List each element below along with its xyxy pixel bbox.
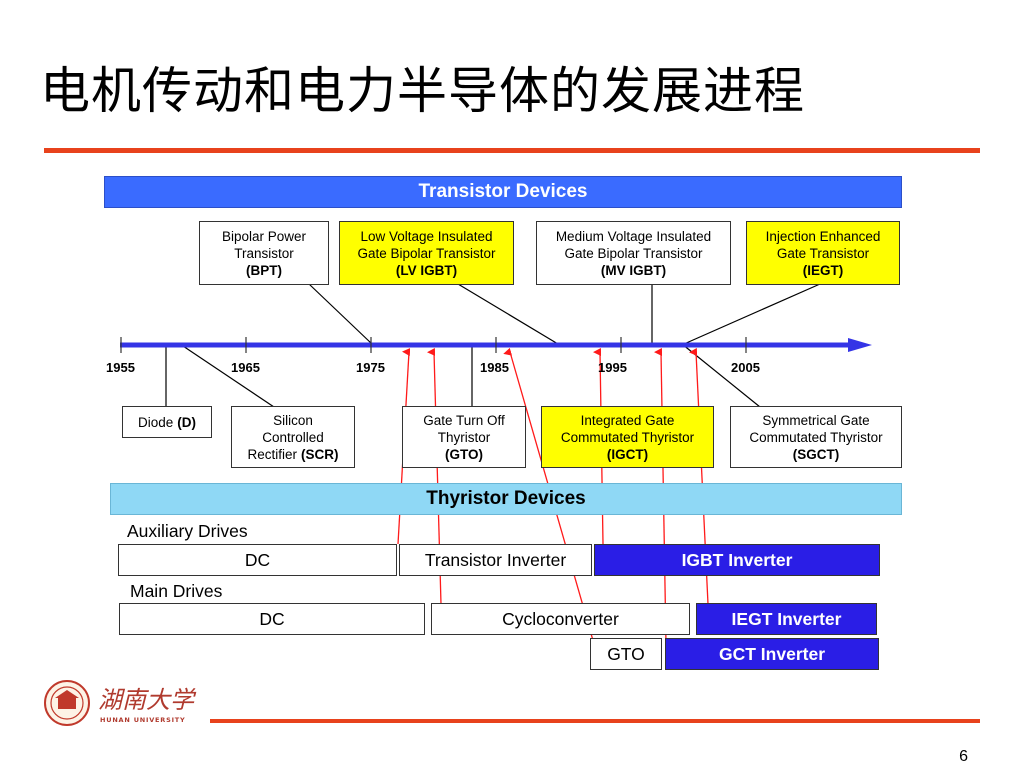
year-label: 1995 xyxy=(598,360,627,375)
thyristor-devices-bar: Thyristor Devices xyxy=(110,483,902,515)
device-igct-abbr: (IGCT) xyxy=(606,446,649,462)
device-diode: Diode (D) xyxy=(122,406,212,438)
device-gto-line1: Gate Turn Off xyxy=(423,412,505,428)
device-iegt-line1: Injection Enhanced xyxy=(765,228,881,244)
slide-title: 电机传动和电力半导体的发展进程 xyxy=(40,62,805,120)
main-gto-bar: GTO xyxy=(590,638,662,670)
auxiliary-drives-label: Auxiliary Drives xyxy=(127,521,248,541)
footer-divider xyxy=(210,719,980,723)
device-scr-line3: Rectifier xyxy=(247,446,297,462)
device-scr: Silicon Controlled Rectifier (SCR) xyxy=(231,406,355,468)
device-diode-abbr: (D) xyxy=(177,414,197,430)
device-mv-igbt-line2: Gate Bipolar Transistor xyxy=(564,245,703,261)
device-sgct-line1: Symmetrical Gate xyxy=(762,412,870,428)
device-iegt: Injection Enhanced Gate Transistor (IEGT… xyxy=(746,221,900,285)
main-gct-inverter-bar: GCT Inverter xyxy=(665,638,879,670)
timeline-axis xyxy=(120,337,872,353)
hunan-university-logo: 湖南大学 HUNAN UNIVERSITY xyxy=(44,680,197,726)
year-label: 2005 xyxy=(731,360,760,375)
transistor-devices-bar: Transistor Devices xyxy=(104,176,902,208)
connector-lines xyxy=(165,283,821,408)
page-number: 6 xyxy=(959,748,968,765)
device-scr-line3-wrap: Rectifier (SCR) xyxy=(247,446,338,463)
device-sgct-line2: Commutated Thyristor xyxy=(749,429,883,445)
device-sgct: Symmetrical Gate Commutated Thyristor (S… xyxy=(730,406,902,468)
device-scr-line1: Silicon xyxy=(273,412,313,428)
device-scr-abbr: (SCR) xyxy=(301,446,339,462)
device-iegt-abbr: (IEGT) xyxy=(802,262,844,278)
device-bpt-abbr: (BPT) xyxy=(246,262,282,278)
aux-dc-bar: DC xyxy=(118,544,397,576)
device-lv-igbt-abbr: (LV IGBT) xyxy=(395,262,458,278)
aux-igbt-inverter-bar: IGBT Inverter xyxy=(594,544,880,576)
title-divider xyxy=(44,148,980,153)
year-label: 1965 xyxy=(231,360,260,375)
device-gto-abbr: (GTO) xyxy=(445,446,483,462)
device-diode-label: Diode xyxy=(137,414,174,430)
device-igct-line2: Commutated Thyristor xyxy=(560,429,695,445)
device-mv-igbt-abbr: (MV IGBT) xyxy=(600,262,667,278)
device-scr-line2: Controlled xyxy=(262,429,324,445)
device-lv-igbt: Low Voltage Insulated Gate Bipolar Trans… xyxy=(339,221,514,285)
device-igct-line1: Integrated Gate xyxy=(580,412,675,428)
device-lv-igbt-line2: Gate Bipolar Transistor xyxy=(357,245,496,261)
svg-text:湖南大学: 湖南大学 xyxy=(98,686,197,714)
main-iegt-inverter-bar: IEGT Inverter xyxy=(696,603,877,635)
device-bpt: Bipolar Power Transistor (BPT) xyxy=(199,221,329,285)
year-label: 1955 xyxy=(106,360,135,375)
device-gto: Gate Turn Off Thyristor (GTO) xyxy=(402,406,526,468)
main-drives-label: Main Drives xyxy=(130,581,223,601)
device-lv-igbt-line1: Low Voltage Insulated xyxy=(360,228,493,244)
year-label: 1975 xyxy=(356,360,385,375)
main-dc-bar: DC xyxy=(119,603,425,635)
device-igct: Integrated Gate Commutated Thyristor (IG… xyxy=(541,406,714,468)
year-label: 1985 xyxy=(480,360,509,375)
aux-transistor-inverter-bar: Transistor Inverter xyxy=(399,544,592,576)
main-cycloconverter-bar: Cycloconverter xyxy=(431,603,690,635)
device-bpt-line1: Bipolar Power xyxy=(221,228,307,244)
device-iegt-line2: Gate Transistor xyxy=(776,245,870,261)
device-mv-igbt: Medium Voltage Insulated Gate Bipolar Tr… xyxy=(536,221,731,285)
device-gto-line2: Thyristor xyxy=(437,429,491,445)
device-sgct-abbr: (SGCT) xyxy=(792,446,840,462)
device-mv-igbt-line1: Medium Voltage Insulated xyxy=(555,228,712,244)
device-bpt-line2: Transistor xyxy=(234,245,294,261)
svg-text:HUNAN UNIVERSITY: HUNAN UNIVERSITY xyxy=(100,716,186,724)
